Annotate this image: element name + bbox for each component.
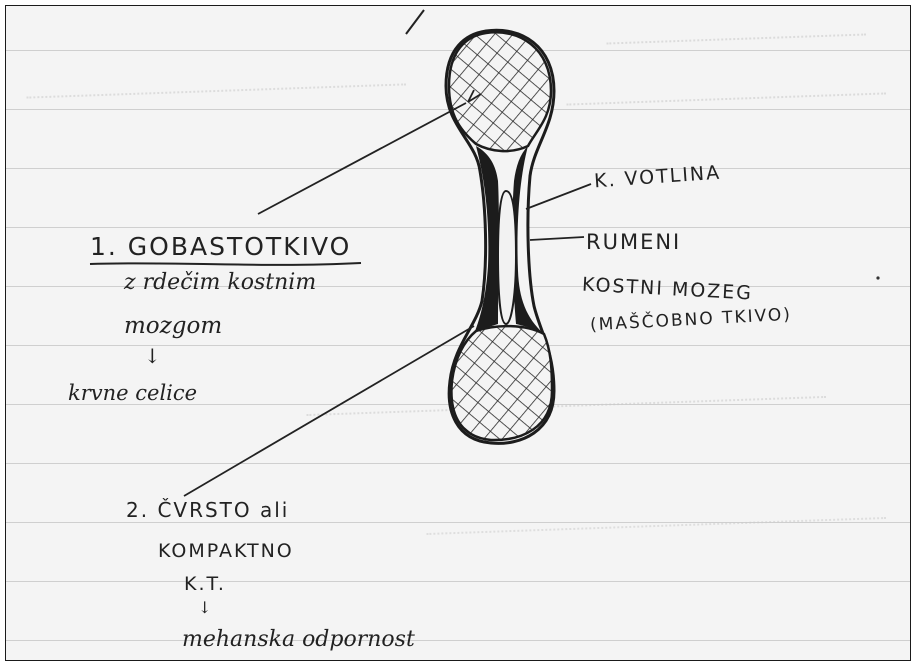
label-compact-bone-line2: KOMPAKTNO [158,540,294,562]
arrow-down-icon: ↓ [198,598,211,617]
upper-epiphysis-spongy [449,32,551,151]
label-spongy-bone-line3: mozgom [124,313,222,339]
label-compact-bone-line3: K.T. [184,573,226,595]
medullary-cavity [498,191,516,324]
leader-line-votlina [526,184,591,209]
label-spongy-bone-title: 1. GOBASTOTKIVO [90,232,351,261]
lower-epiphysis-spongy [451,326,552,440]
label-blood-cells: krvne celice [68,381,197,405]
pen-stroke [406,10,424,34]
label-compact-bone-line1: 2. ČVRSTO ali [126,498,289,522]
leader-line-spongy [258,103,466,214]
label-spongy-bone-line2: z rdečim kostnim [124,270,316,295]
leader-line-rumeni [530,237,584,240]
leader-line-compact [184,326,474,496]
label-yellow: RUMENI [586,230,681,254]
label-1-underline [90,263,361,265]
arrow-down-icon: ↓ [144,344,161,368]
notebook-page: 1. GOBASTOTKIVO z rdečim kostnim mozgom … [5,5,911,661]
label-mechanical-resistance: mehanska odpornost [182,627,415,652]
ink-dot [876,276,879,279]
